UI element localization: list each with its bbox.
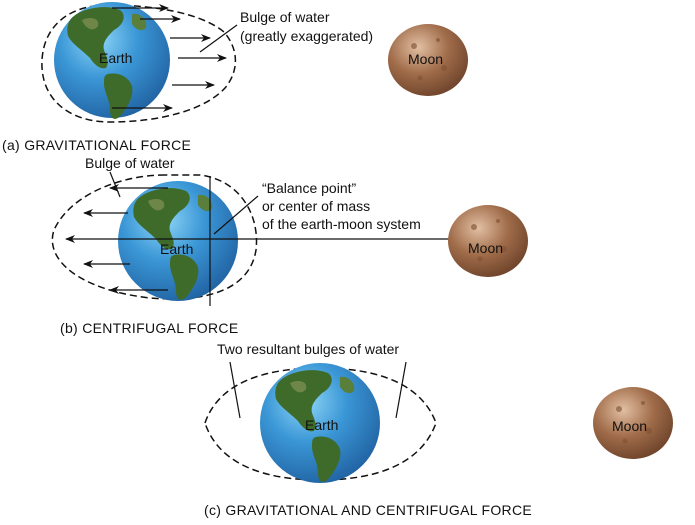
moon-b bbox=[448, 205, 528, 277]
caption-b: (b) CENTRIFUGAL FORCE bbox=[60, 320, 238, 336]
earth-label-a: Earth bbox=[99, 50, 132, 66]
bulge-label-b: Bulge of water bbox=[85, 155, 175, 171]
bulge-label-a: Bulge of water bbox=[240, 9, 330, 25]
panel-b: Earth Bulge of water “Balance point” or … bbox=[51, 155, 528, 336]
balance-pointer-b bbox=[213, 195, 259, 235]
bulge-pointer-b bbox=[109, 171, 121, 198]
earth-a bbox=[54, 2, 170, 119]
earth-label-c: Earth bbox=[305, 417, 338, 433]
balance-label-b-3: of the earth-moon system bbox=[262, 216, 421, 232]
earth-b bbox=[118, 181, 238, 301]
earth-label-b: Earth bbox=[160, 241, 193, 257]
panel-a: Earth Bulge of water (greatly exaggerate… bbox=[2, 2, 468, 153]
bulges-label-c: Two resultant bulges of water bbox=[217, 341, 399, 357]
bulge-label-a-2: (greatly exaggerated) bbox=[240, 28, 373, 44]
moon-c bbox=[593, 387, 673, 459]
balance-label-b-1: “Balance point” bbox=[262, 180, 357, 196]
earth-c bbox=[260, 363, 380, 483]
moon-label-b: Moon bbox=[468, 240, 503, 256]
gravity-arrows-a bbox=[112, 4, 227, 112]
moon-a bbox=[388, 24, 468, 96]
panel-c: Earth Two resultant bulges of water Moon… bbox=[204, 341, 673, 518]
caption-c: (c) GRAVITATIONAL AND CENTRIFUGAL FORCE bbox=[204, 502, 532, 518]
bulge-pointer-a bbox=[199, 24, 238, 53]
bulge-outline-b bbox=[51, 174, 258, 300]
caption-a: (a) GRAVITATIONAL FORCE bbox=[2, 137, 191, 153]
moon-label-c: Moon bbox=[612, 418, 647, 434]
moon-label-a: Moon bbox=[408, 51, 443, 67]
centrifugal-arrows-b bbox=[65, 184, 210, 294]
bulge-outline-a bbox=[41, 4, 237, 123]
balance-label-b-2: or center of mass bbox=[262, 198, 370, 214]
bulge-pointer-c-left bbox=[229, 361, 241, 419]
bulge-pointer-c-right bbox=[395, 361, 407, 419]
